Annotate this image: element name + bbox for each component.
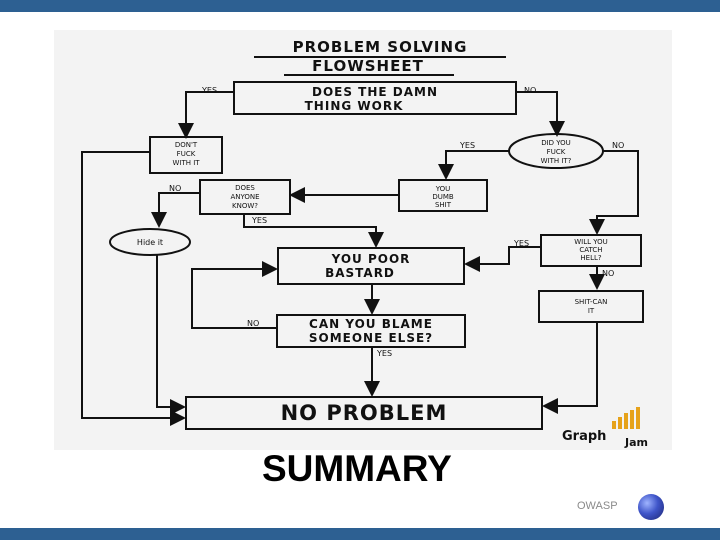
bottom-accent-bar [0, 528, 720, 540]
dont-text-line1: DON'T [175, 141, 198, 149]
graphjam-watermark: Graph Jam [562, 407, 648, 449]
anyone-no-arrow [151, 192, 200, 228]
blame-yes-label: YES [376, 349, 392, 358]
anyone-yes-label: YES [251, 216, 267, 225]
anyone-no-label: NO [169, 184, 181, 193]
shitcan-box [538, 290, 644, 323]
end-text: NO PROBLEM [281, 401, 448, 425]
anyone-yes-arrow [243, 214, 384, 248]
anyone-text-line1: DOES [235, 184, 255, 192]
shitcan-text-line2: IT [588, 307, 595, 315]
did-text-line1: DID YOU [541, 139, 571, 147]
blame-no-arrow [191, 261, 278, 329]
start-no-arrow [516, 91, 565, 137]
start-yes-arrow [178, 91, 234, 139]
dont-text-line3: WITH IT [172, 159, 200, 167]
start-box [233, 81, 517, 115]
did-no-arrow [589, 150, 639, 235]
dont-box [149, 136, 223, 174]
end-box [185, 396, 543, 430]
top-accent-bar [0, 0, 720, 12]
dumb-text-line2: DUMB [432, 193, 454, 201]
catch-yes-arrow [464, 246, 541, 272]
flowchart-title-line1: PROBLEM SOLVING [293, 38, 468, 56]
dont-text-line2: FUCK [177, 150, 196, 158]
blame-text-line1: CAN YOU BLAME [309, 317, 433, 331]
shitcan-to-end-arrow [542, 322, 598, 414]
did-no-label: NO [612, 141, 624, 150]
start-text-line1: DOES THE DAMN [312, 85, 438, 99]
watermark-jam: Jam [624, 436, 648, 449]
start-no-label: NO [524, 86, 536, 95]
start-yes-label: YES [201, 86, 217, 95]
catch-yes-label: YES [513, 239, 529, 248]
catch-no-label: NO [602, 269, 614, 278]
dont-to-end-arrow [81, 151, 186, 426]
catch-text-line3: HELL? [580, 254, 601, 262]
flowchart-title-line2: FLOWSHEET [312, 57, 424, 75]
dumb-text-line3: SHIT [435, 201, 452, 209]
start-text-line2: THING WORK [305, 99, 404, 113]
poor-text-line2: BASTARD [325, 266, 395, 280]
hide-text: Hide it [137, 238, 163, 247]
did-yes-arrow [438, 150, 509, 180]
footer-brand: OWASP [577, 500, 618, 512]
blame-text-line2: SOMEONE ELSE? [309, 331, 433, 345]
did-text-line2: FUCK [547, 148, 566, 156]
flowchart-diagram: PROBLEM SOLVING FLOWSHEET DOES THE DAMN … [81, 38, 648, 449]
catch-box [540, 234, 642, 267]
did-yes-label: YES [459, 141, 475, 150]
blame-no-label: NO [247, 319, 259, 328]
watermark-graph: Graph [562, 429, 606, 444]
owasp-globe-icon [638, 494, 664, 520]
poor-text-line1: YOU POOR [331, 252, 411, 266]
did-text-line3: WITH IT? [541, 157, 572, 165]
slide-heading: SUMMARY [262, 448, 452, 489]
dumb-text-line1: YOU [435, 185, 451, 193]
anyone-text-line3: KNOW? [232, 202, 258, 210]
hide-to-end-arrow [156, 255, 186, 415]
catch-text-line1: WILL YOU [574, 238, 608, 246]
catch-text-line2: CATCH [579, 246, 602, 254]
hide-ellipse [109, 228, 191, 256]
anyone-text-line2: ANYONE [230, 193, 259, 201]
flowchart-image: PROBLEM SOLVING FLOWSHEET DOES THE DAMN … [54, 30, 672, 450]
shitcan-text-line1: SHIT-CAN [575, 298, 608, 306]
